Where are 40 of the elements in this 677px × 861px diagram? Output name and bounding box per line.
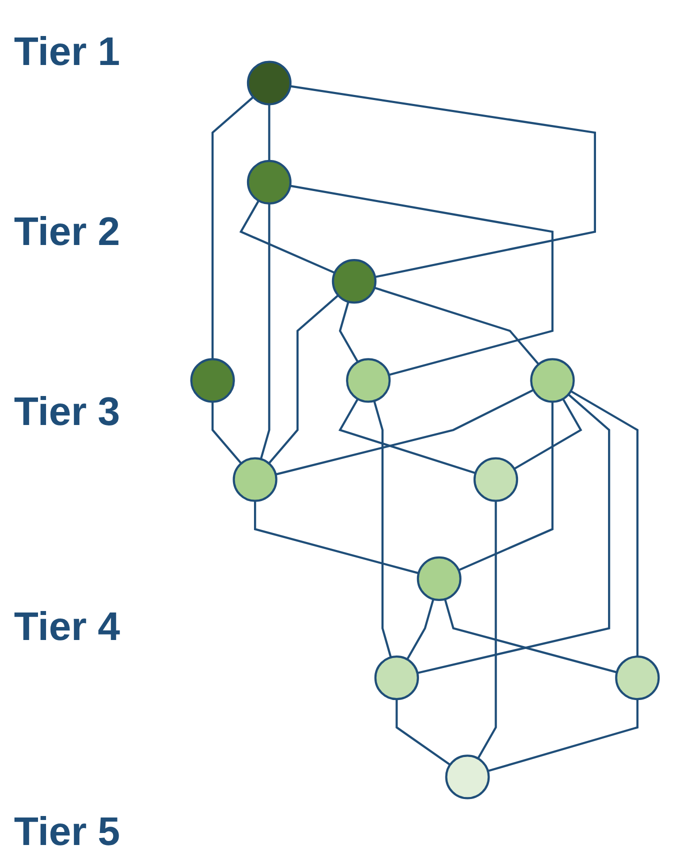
connector <box>374 286 540 365</box>
connector <box>268 294 339 464</box>
node-circle <box>416 556 462 601</box>
connector <box>417 394 610 674</box>
node-circle <box>615 656 660 700</box>
node-circle <box>374 656 419 700</box>
node-circle <box>246 160 292 204</box>
tier-label: Tier 3 <box>14 390 120 435</box>
connector <box>570 390 638 657</box>
connector <box>212 96 254 360</box>
connector <box>444 598 618 674</box>
connector <box>458 402 554 572</box>
connector <box>338 301 359 363</box>
connector <box>373 400 392 658</box>
connector <box>239 200 336 274</box>
node-circle <box>474 457 518 502</box>
node-circle <box>346 358 391 403</box>
connector <box>290 184 554 376</box>
connector <box>396 699 451 766</box>
connector <box>260 203 270 460</box>
connector <box>290 85 596 278</box>
tier-label: Tier 5 <box>14 810 120 855</box>
connector <box>488 699 638 772</box>
connector <box>477 500 497 760</box>
node-circle <box>332 259 376 304</box>
connector <box>212 402 242 464</box>
node-circle <box>246 60 292 106</box>
node-circle <box>190 358 235 403</box>
connector <box>254 500 419 574</box>
node-circle <box>530 358 575 403</box>
tier-label: Tier 2 <box>14 210 120 255</box>
tier-label: Tier 4 <box>14 605 120 650</box>
connector <box>514 398 582 470</box>
connector <box>338 398 476 474</box>
connector <box>406 598 434 660</box>
node-circle <box>445 754 490 800</box>
tier-label: Tier 1 <box>14 30 120 75</box>
connector <box>275 388 534 476</box>
node-circle <box>232 457 278 502</box>
connector <box>268 104 270 161</box>
